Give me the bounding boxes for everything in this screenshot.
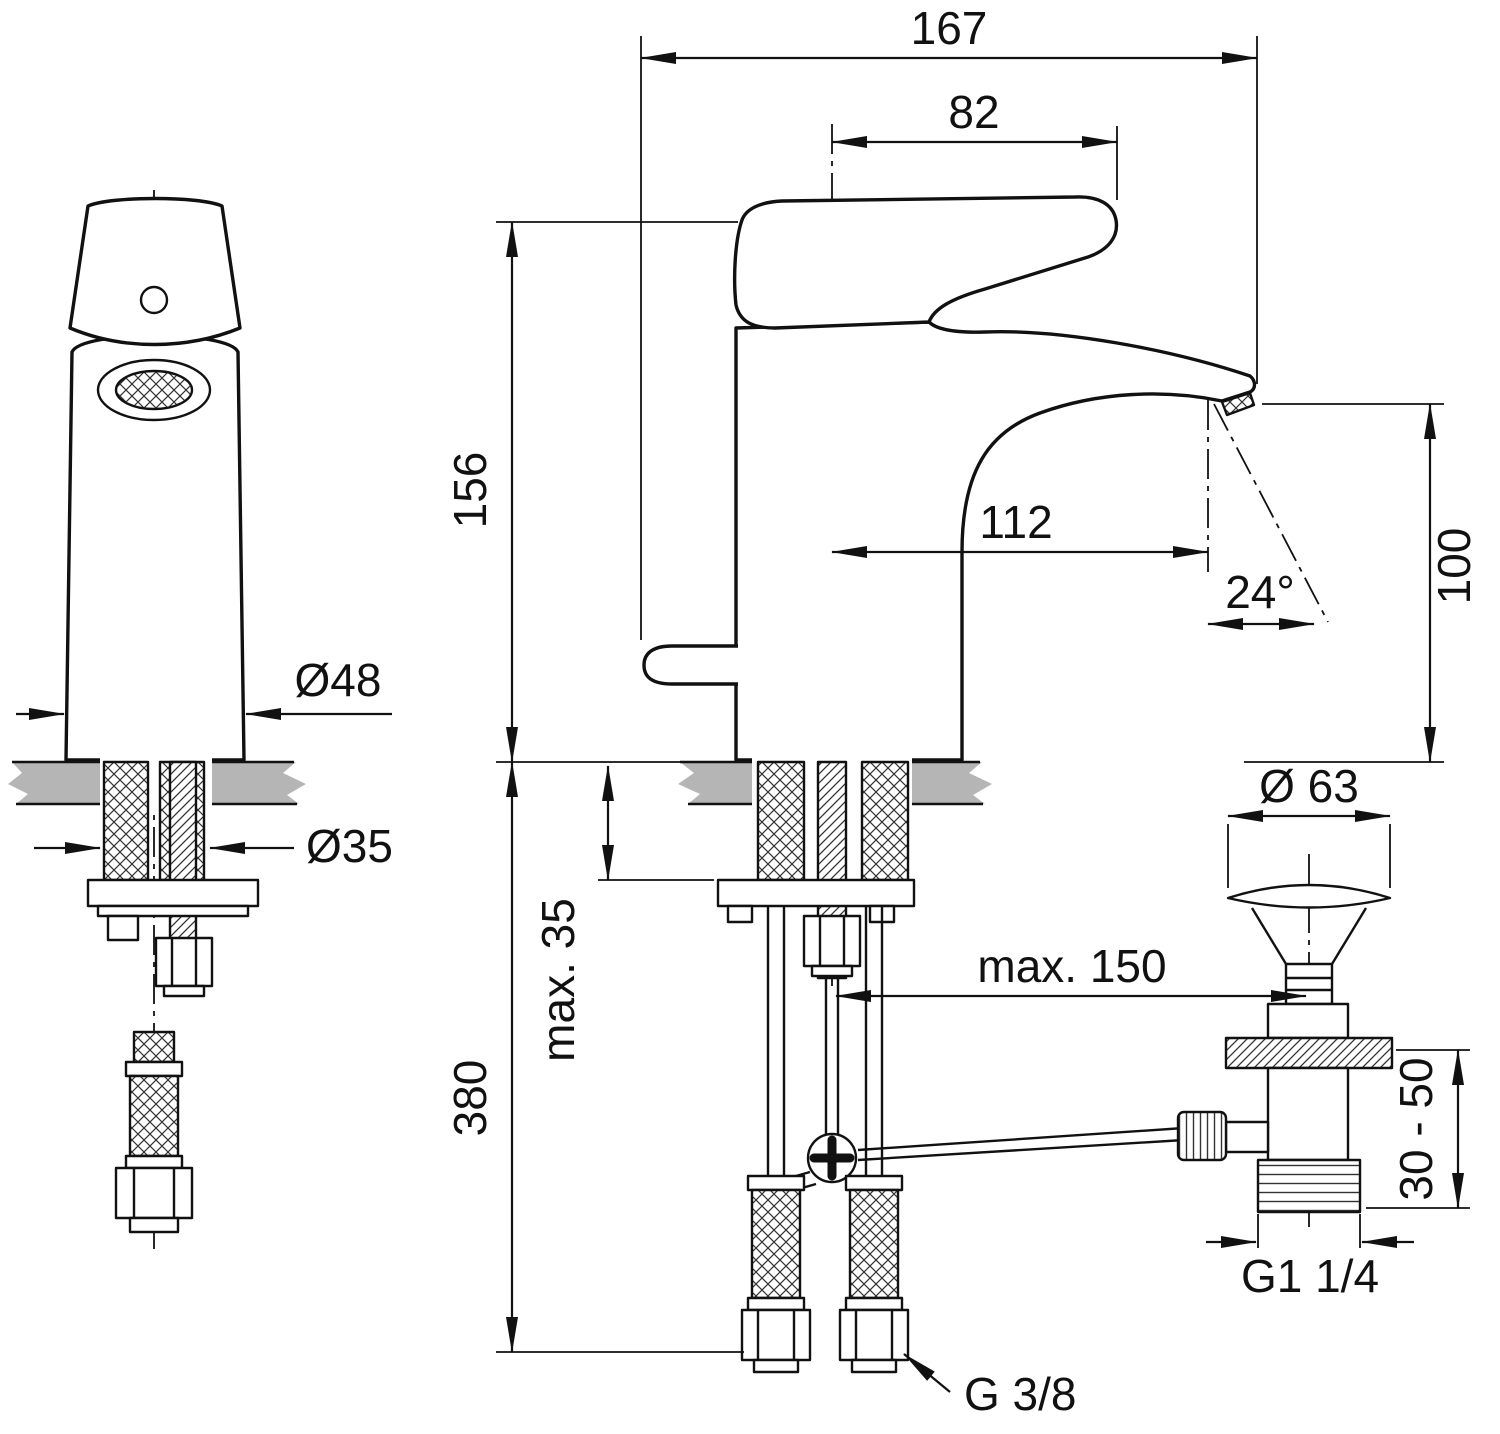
dim-rod-reach-label: max. 150 — [977, 940, 1166, 992]
side-flange-foot-left — [726, 904, 754, 924]
front-aerator-mesh — [114, 369, 194, 411]
hose-collar-top — [844, 1174, 904, 1192]
drain-locknut — [1224, 1036, 1394, 1070]
hose-collar-bottom — [124, 1154, 184, 1170]
hose-braid — [128, 1074, 180, 1158]
dim-deck-thickness-label: max. 35 — [532, 898, 584, 1062]
dim-handle-length: 82 — [831, 86, 1118, 200]
hose-braid — [848, 1188, 900, 1300]
hose-nut — [838, 1308, 910, 1362]
dim-spout-reach: 112 — [831, 400, 1209, 572]
dim-overall-length: 167 — [640, 2, 1258, 640]
popup-horizontal-rod — [857, 1126, 1185, 1162]
hose-collar-bottom — [746, 1296, 806, 1312]
dim-waste-thread-label: G1 1/4 — [1241, 1250, 1379, 1302]
hose-nut-facets — [132, 1168, 176, 1218]
front-mounting-nut — [154, 936, 214, 988]
side-supply-hose-right — [838, 1174, 910, 1374]
hose-collar-bottom — [844, 1296, 904, 1312]
dim-body-height: 156 — [444, 221, 738, 763]
front-handle-indicator — [139, 285, 169, 315]
dim-supply-thread: G 3/8 — [903, 1353, 1077, 1420]
hose-collar-top — [124, 1060, 184, 1078]
hose-nut-cap — [850, 1358, 898, 1374]
angle-axis-line — [1213, 403, 1329, 623]
side-body — [734, 320, 1257, 762]
clamp-screw-cross-icon — [809, 1135, 855, 1181]
faucet-front-view — [8, 190, 306, 1252]
side-countertop-edges — [680, 760, 983, 806]
hose-nut-facets — [854, 1310, 894, 1360]
supply-pipe-left — [766, 906, 786, 1178]
dim-waste-cap-diameter: Ø 63 — [1227, 760, 1391, 888]
side-mounting-nut — [802, 914, 862, 968]
front-countertop-edges — [12, 760, 297, 806]
dim-spout-angle-label: 24° — [1225, 566, 1295, 618]
side-shank-right — [860, 760, 910, 882]
dim-overall-length-label: 167 — [911, 2, 988, 54]
drain-lower-body — [1266, 1066, 1350, 1162]
hose-top-fitting — [132, 1030, 176, 1064]
dim-rod-reach: max. 150 — [835, 940, 1307, 1002]
front-supply-hose — [114, 1030, 194, 1234]
hose-nut — [114, 1166, 194, 1220]
hose-nut-facets — [756, 1310, 796, 1360]
drain-rod-stub — [1224, 1120, 1270, 1154]
dim-hose-drop: 380 — [444, 761, 744, 1353]
dim-hole-diameter-label: Ø35 — [306, 820, 393, 872]
drain-neck — [1284, 962, 1334, 1006]
front-handle-knob — [68, 196, 242, 347]
side-mounting-nut-facets — [818, 916, 846, 966]
hose-braid — [750, 1188, 802, 1300]
drain-knurled-knob — [1176, 1110, 1228, 1162]
hose-nut — [740, 1308, 812, 1362]
dim-deck-thickness: max. 35 — [532, 765, 714, 1062]
dim-hose-drop-label: 380 — [444, 1060, 496, 1137]
front-mounting-nut-facets — [170, 938, 198, 986]
supply-pipe-right — [864, 906, 884, 1178]
dim-body-height-label: 156 — [444, 452, 496, 529]
dim-handle-length-label: 82 — [948, 86, 999, 138]
dim-outlet-height-label: 100 — [1428, 528, 1480, 605]
side-mounting-nut-cap — [810, 964, 854, 978]
hose-collar-top — [746, 1174, 806, 1192]
hose-nut-cap — [752, 1358, 800, 1374]
front-mounting-flange — [86, 878, 260, 908]
hose-nut-cap — [128, 1216, 180, 1234]
popup-pull-rod — [824, 978, 840, 1136]
leader-arrow — [903, 1353, 951, 1393]
dim-spout-angle: 24° — [1207, 403, 1329, 630]
side-mounting-flange — [716, 878, 916, 908]
side-spout-aerator — [1220, 391, 1256, 417]
side-popup-knob — [642, 644, 738, 686]
dimension-annotations: 167 82 156 380 max. 35 112 — [16, 2, 1480, 1420]
drain-popup-cap — [1226, 883, 1392, 909]
dim-waste-adjust-range-label: 30 - 50 — [1390, 1057, 1442, 1200]
dim-supply-thread-label: G 3/8 — [964, 1368, 1077, 1420]
drain-funnel — [1250, 907, 1368, 965]
front-mounting-block — [106, 914, 140, 942]
dim-body-diameter-label: Ø48 — [295, 654, 382, 706]
faucet-side-view — [642, 124, 1257, 1374]
drain-tailpiece-thread — [1256, 1158, 1362, 1214]
dim-waste-thread: G1 1/4 — [1206, 1214, 1414, 1302]
front-mounting-nut-cap — [162, 984, 206, 998]
side-shank-left — [756, 760, 806, 882]
dim-body-diameter: Ø48 — [16, 654, 392, 720]
side-handle-lever — [732, 195, 1119, 330]
front-mounting-plate — [96, 904, 250, 918]
drain-upper-body — [1266, 1002, 1350, 1040]
dim-waste-adjust-range: 30 - 50 — [1366, 1049, 1470, 1209]
drain-waste-assembly — [1176, 854, 1394, 1234]
dim-hole-diameter: Ø35 — [34, 820, 393, 872]
front-shank-left — [102, 760, 150, 882]
dim-spout-reach-label: 112 — [979, 496, 1052, 548]
dim-waste-cap-diameter-label: Ø 63 — [1259, 760, 1359, 812]
side-supply-hose-left — [740, 1174, 812, 1374]
dim-outlet-height: 100 — [1244, 403, 1480, 763]
